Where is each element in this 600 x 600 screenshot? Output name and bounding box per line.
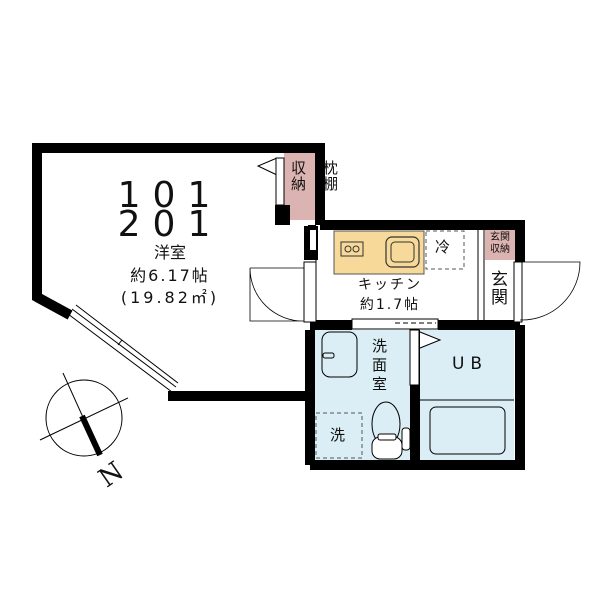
western-room-area-jo: 約6.17帖: [130, 266, 210, 285]
washroom-label: 洗面室: [370, 338, 388, 395]
unit-number-201: 201: [117, 204, 223, 245]
entrance-storage-fill: [485, 230, 515, 260]
stove-icon: [340, 241, 364, 257]
bath-label: UB: [451, 354, 489, 374]
entrance-door-swing: [519, 261, 581, 321]
shelf-label: 枕棚: [321, 160, 339, 192]
storage-label: 収納: [289, 160, 307, 192]
entrance-storage-label: 玄関収納: [490, 232, 510, 255]
kitchen-area: 約1.7帖: [359, 297, 421, 313]
fridge-space: [425, 230, 465, 270]
door-swing: [249, 267, 305, 322]
bath-floor: [416, 330, 514, 460]
sink-icon: [385, 236, 420, 268]
bathtub-icon: [429, 406, 506, 455]
washbasin-icon: [321, 331, 358, 378]
washer-label: 洗: [330, 426, 346, 444]
fridge-label: 冷: [435, 238, 451, 256]
western-room-area-m2: (19.82㎡): [120, 288, 220, 307]
washer-space: [315, 412, 363, 459]
compass: [39, 372, 129, 457]
western-room-label: 洋室: [153, 243, 186, 262]
wall-post: [275, 205, 290, 225]
entrance-label: 玄関: [487, 270, 507, 306]
kitchen-label: キッチン: [358, 277, 422, 293]
unit-number-101: 101: [117, 175, 223, 216]
